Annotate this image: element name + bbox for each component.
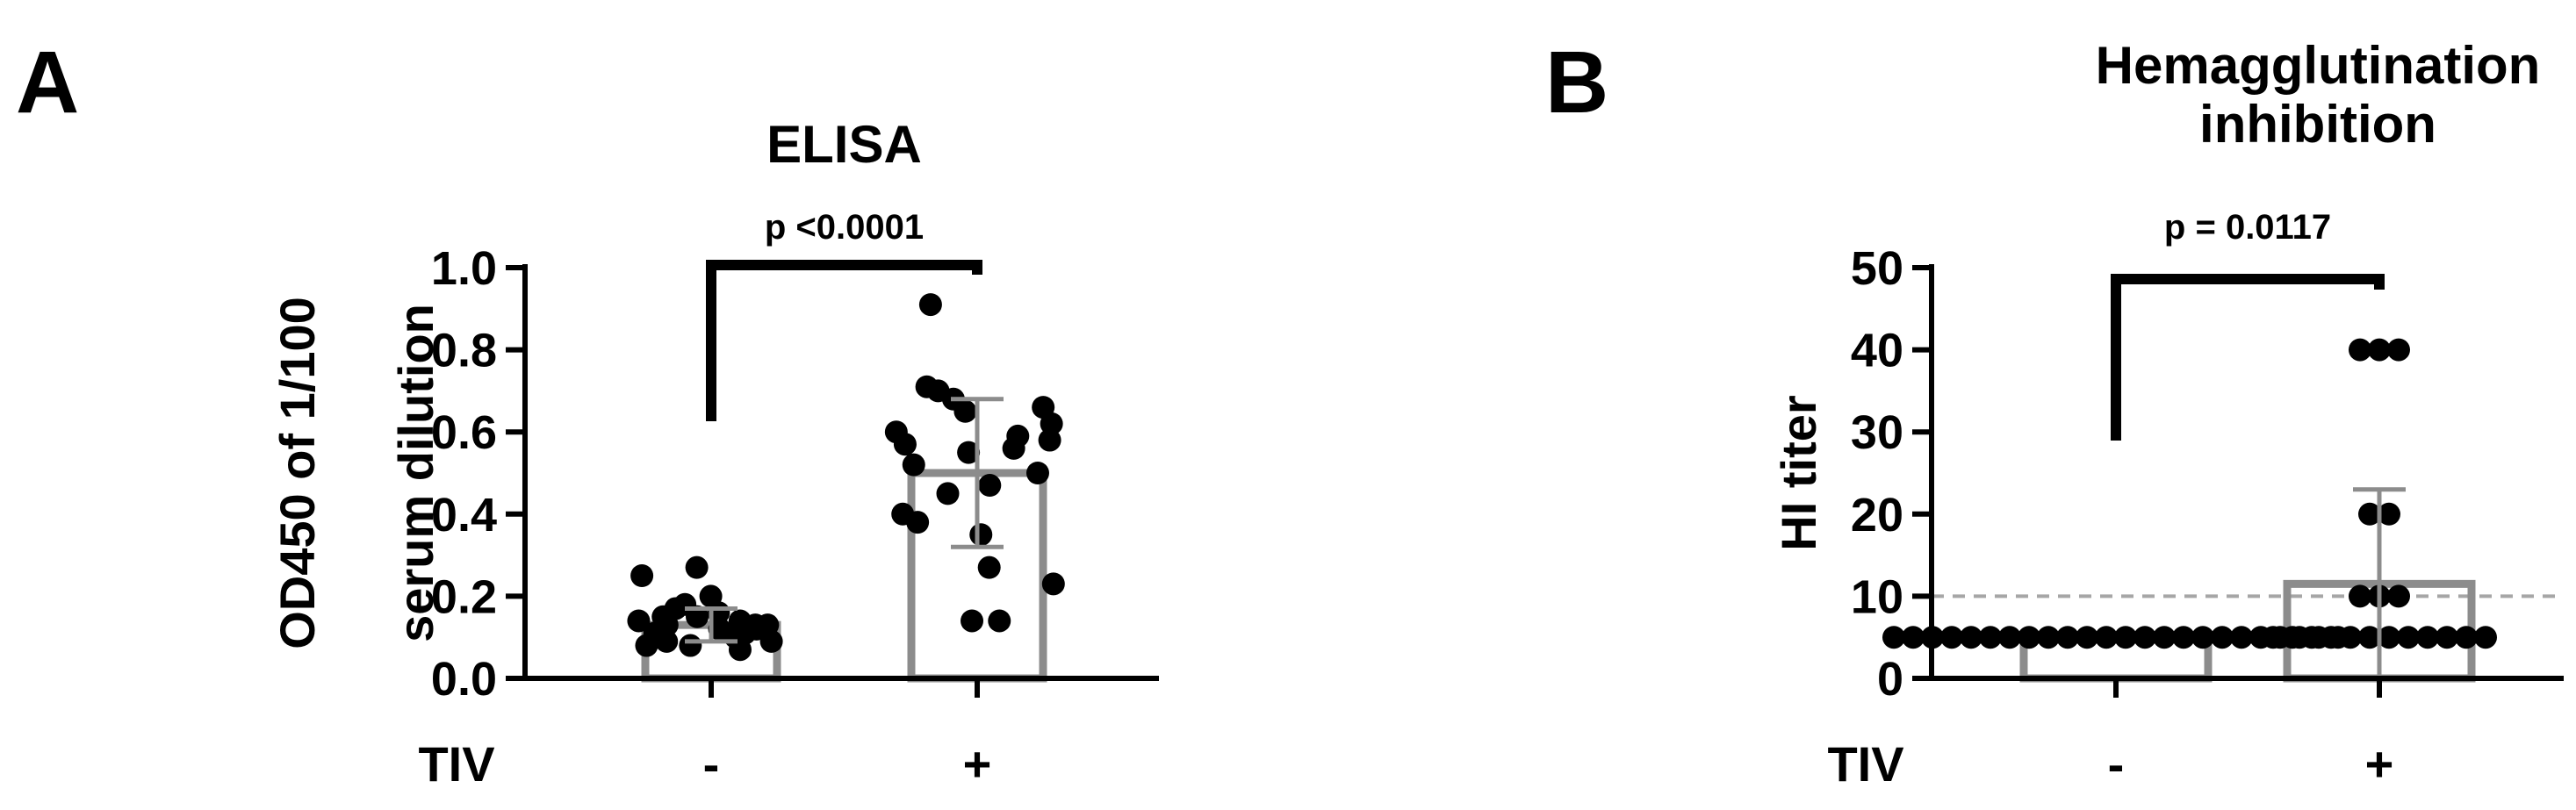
data-point <box>2436 626 2458 649</box>
y-tick-label: 0.4 <box>431 489 497 541</box>
data-point <box>2358 626 2381 649</box>
data-point <box>643 621 666 645</box>
data-point <box>1979 626 2002 649</box>
y-tick-label: 50 <box>1851 242 1903 295</box>
y-tick-label: 0.6 <box>431 406 497 459</box>
data-point <box>2037 626 2060 649</box>
data-point <box>1041 572 1065 596</box>
data-point <box>2056 626 2079 649</box>
data-point <box>685 556 709 579</box>
data-point <box>893 433 917 456</box>
data-point <box>2378 626 2400 649</box>
chart-title-line: inhibition <box>2199 95 2436 154</box>
data-point <box>686 605 709 628</box>
data-point <box>2018 626 2040 649</box>
data-point <box>2191 626 2214 649</box>
data-point <box>961 609 984 633</box>
data-point <box>1960 626 1982 649</box>
data-point <box>1025 462 1049 484</box>
p-value-label: p = 0.0117 <box>2164 208 2331 247</box>
x-category-label: - <box>2108 736 2125 792</box>
data-point <box>2339 626 2362 649</box>
data-point <box>957 441 981 464</box>
data-point <box>906 511 930 534</box>
panel-letter-b: B <box>1545 33 1608 132</box>
data-point <box>2416 626 2439 649</box>
data-point <box>2368 338 2391 362</box>
y-tick-label: 0.2 <box>431 570 497 623</box>
y-axis-label: OD450 of 1/100 <box>270 297 325 649</box>
y-tick-label: 20 <box>1851 489 1903 541</box>
data-point <box>2387 338 2410 362</box>
data-point <box>1002 436 1025 460</box>
data-point <box>630 564 654 587</box>
data-point <box>2378 502 2400 526</box>
data-point <box>2300 626 2323 649</box>
x-axis-label: TIV <box>418 736 494 792</box>
data-point <box>953 399 977 423</box>
data-point <box>1038 428 1061 452</box>
y-axis-label: HI titer <box>1771 395 1826 550</box>
y-tick-label: 10 <box>1851 570 1903 623</box>
data-point <box>2133 626 2156 649</box>
significance-bracket <box>2111 274 2385 441</box>
data-point <box>1902 626 1925 649</box>
data-point <box>627 609 651 633</box>
data-point <box>2349 584 2371 608</box>
data-point <box>2397 626 2420 649</box>
y-tick-label: 30 <box>1851 406 1903 459</box>
data-point <box>2358 502 2381 526</box>
data-point <box>1040 412 1063 435</box>
x-category-label: + <box>2365 736 2394 792</box>
y-tick-label: 0.0 <box>431 653 497 706</box>
panel-letter-a: A <box>16 33 79 132</box>
data-point <box>988 609 1011 633</box>
y-tick-label: 0.8 <box>431 325 497 377</box>
y-axis-label: serum dilution <box>388 304 443 642</box>
data-point <box>1882 626 1905 649</box>
chart-title-line: Hemagglutination <box>2096 36 2541 95</box>
data-point <box>2172 626 2195 649</box>
data-point <box>2114 626 2137 649</box>
data-point <box>2455 626 2478 649</box>
x-category-label: + <box>963 736 992 792</box>
data-point <box>902 453 925 477</box>
data-point <box>2262 626 2285 649</box>
data-point <box>936 482 960 505</box>
data-point <box>2211 626 2234 649</box>
data-point <box>978 474 1002 498</box>
p-value-label: p <0.0001 <box>765 208 924 247</box>
data-point <box>2320 626 2342 649</box>
data-point <box>1998 626 2021 649</box>
data-point <box>2281 626 2304 649</box>
data-point <box>728 638 752 662</box>
y-tick-label: 1.0 <box>431 242 497 295</box>
data-point <box>2095 626 2118 649</box>
data-point <box>2153 626 2176 649</box>
data-point <box>2387 584 2410 608</box>
data-point <box>2230 626 2253 649</box>
y-tick-label: 0 <box>1877 653 1903 706</box>
chart-title: ELISA <box>766 115 922 174</box>
data-point <box>1940 626 1963 649</box>
data-point <box>2349 338 2371 362</box>
x-axis-label: TIV <box>1827 736 1903 792</box>
data-point <box>969 523 993 547</box>
y-tick-label: 40 <box>1851 325 1903 377</box>
data-point <box>759 629 783 653</box>
data-point <box>977 556 1001 579</box>
data-point <box>2474 626 2497 649</box>
significance-bracket <box>706 260 982 421</box>
data-point <box>918 293 942 317</box>
data-point <box>679 634 702 657</box>
x-category-label: - <box>703 736 720 792</box>
elisa-chart: ELISA OD450 of 1/100 serum dilution 0.0 0.2 0… <box>270 115 1159 792</box>
data-point <box>2076 626 2098 649</box>
